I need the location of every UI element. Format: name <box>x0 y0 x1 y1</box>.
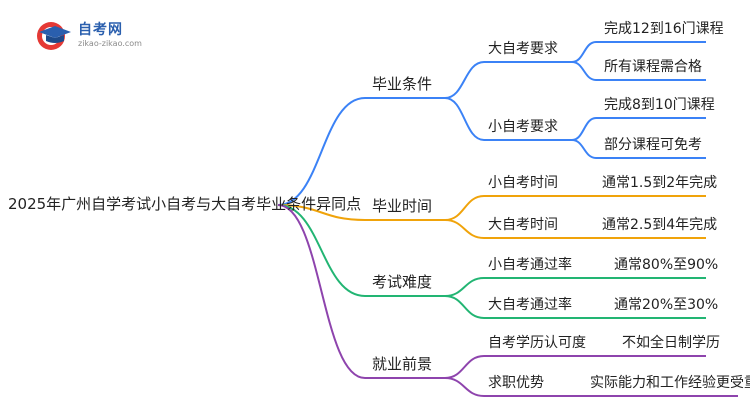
leaf-connector <box>571 61 597 81</box>
graduation-cap-icon <box>37 22 71 50</box>
sub-label: 大自考时间 <box>488 217 558 233</box>
sub-label: 大自考要求 <box>488 41 558 57</box>
leaf-label: 部分课程可免考 <box>604 137 702 153</box>
sub-label: 自考学历认可度 <box>488 335 586 351</box>
leaf-connector <box>571 41 597 63</box>
branch-connector <box>277 204 366 379</box>
sub-label: 大自考通过率 <box>488 297 572 313</box>
branch-label: 毕业时间 <box>372 197 433 215</box>
leaf-label: 通常80%至90% <box>614 257 719 273</box>
sub-connector <box>444 277 485 297</box>
leaf-label: 实际能力和工作经验更受重视 <box>590 375 750 391</box>
site-logo[interactable]: 自考网 zikao-zikao.com <box>34 18 164 52</box>
sub-connector <box>444 295 485 319</box>
branch-connector <box>277 204 366 221</box>
root-node: 2025年广州自学考试小自考与大自考毕业条件异同点 <box>8 195 362 213</box>
sub-label: 小自考要求 <box>488 119 558 135</box>
logo-title: 自考网 <box>78 22 123 38</box>
sub-connector <box>444 377 485 397</box>
sub-label: 小自考通过率 <box>488 257 572 273</box>
sub-label: 小自考时间 <box>488 175 558 191</box>
branch-label: 就业前景 <box>372 355 433 373</box>
sub-connector <box>444 195 485 221</box>
branch-label: 考试难度 <box>372 273 433 291</box>
sub-connector <box>444 61 485 99</box>
leaf-label: 完成12到16门课程 <box>604 21 724 37</box>
branch-connector <box>277 204 366 297</box>
leaf-label: 完成8到10门课程 <box>604 97 715 113</box>
branch-label: 毕业条件 <box>372 75 433 93</box>
logo-subtitle: zikao-zikao.com <box>78 39 142 48</box>
sub-label: 求职优势 <box>488 375 544 391</box>
sub-connector <box>444 355 485 379</box>
leaf-label: 通常20%至30% <box>614 297 719 313</box>
leaf-label: 所有课程需合格 <box>604 59 702 75</box>
branch-connector <box>277 97 366 206</box>
leaf-label: 通常1.5到2年完成 <box>602 175 718 191</box>
sub-connector <box>444 97 485 141</box>
leaf-connector <box>571 117 597 141</box>
leaf-label: 不如全日制学历 <box>622 335 720 351</box>
sub-connector <box>444 219 485 239</box>
leaf-label: 通常2.5到4年完成 <box>602 217 718 233</box>
leaf-connector <box>571 139 597 159</box>
